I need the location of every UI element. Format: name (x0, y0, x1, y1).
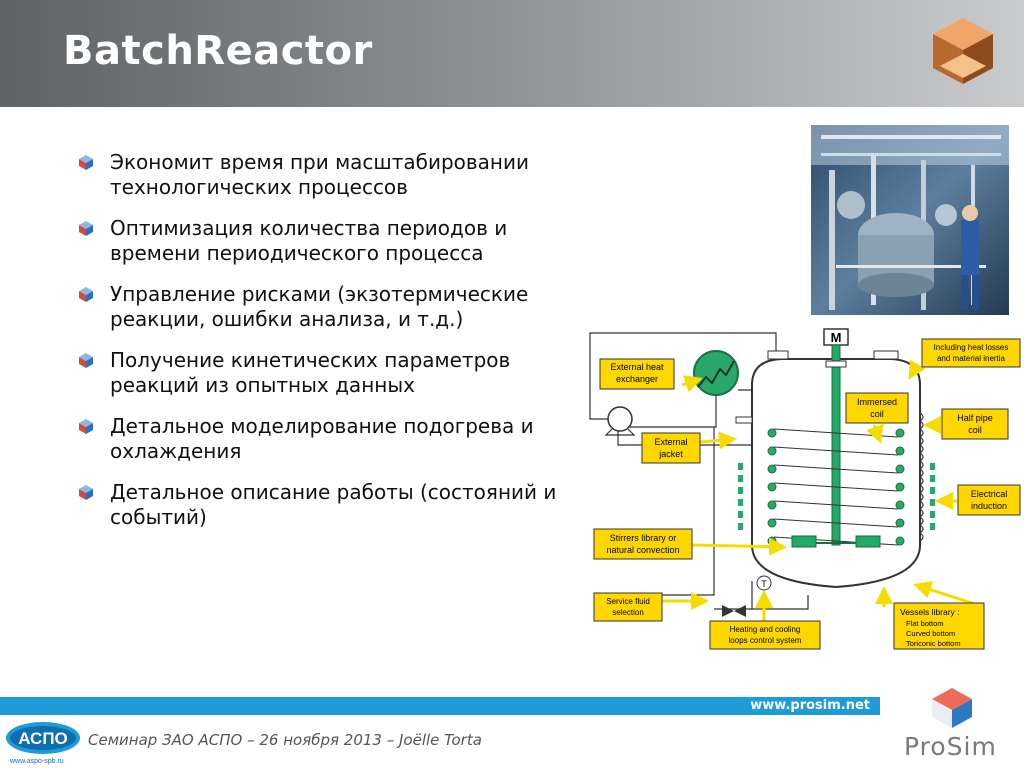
heat-exchanger-symbol (693, 350, 739, 396)
bullet-item: Детальное моделирование подогрева и охла… (78, 414, 583, 464)
bullet-item: Оптимизация количества периодов и времен… (78, 216, 583, 266)
label-heat-losses (921, 338, 1021, 368)
bullet-cube-icon (79, 419, 93, 434)
seminar-caption: Семинар ЗАО АСПО – 26 ноября 2013 – Joël… (88, 731, 482, 749)
coil-lines (773, 428, 899, 546)
label-text: Electrical (971, 489, 1008, 499)
prosim-cube-icon (933, 18, 993, 84)
page-title: BatchReactor (63, 28, 373, 74)
label-heating-cooling (709, 620, 821, 650)
label-text: Vessels library : (900, 607, 960, 617)
valve (722, 605, 746, 617)
label-external-heat-exchanger (599, 358, 675, 390)
electrical-induction (738, 463, 935, 530)
label-text: selection (612, 608, 644, 617)
stirrer-blade-right (855, 535, 881, 548)
label-stirrers (593, 528, 693, 560)
url-bar: www.prosim.net (0, 697, 880, 715)
label-text: jacket (658, 449, 683, 459)
label-text: exchanger (616, 374, 658, 384)
label-text: natural convection (606, 545, 679, 555)
label-text: and material inertia (937, 354, 1006, 363)
label-electrical-induction (957, 484, 1021, 516)
label-text: loops control system (729, 636, 802, 645)
bullet-text: Детальное описание работы (состояний и с… (110, 480, 557, 529)
header-bar (0, 0, 1024, 107)
label-text: Heating and cooling (730, 625, 801, 634)
website-link[interactable]: www.prosim.net (750, 698, 870, 713)
stirrer-blade-left (791, 535, 817, 548)
label-text: Stirrers library or (610, 533, 677, 543)
pump-symbol (604, 406, 636, 436)
temperature-sensor: T (756, 575, 772, 591)
motor-box: M (823, 328, 849, 346)
label-text: Half pipe (957, 413, 993, 423)
callout-arrows (662, 359, 979, 621)
bullet-text: Получение кинетических параметров реакци… (110, 348, 511, 397)
temperature-label: T (761, 579, 767, 589)
prosim-logo-icon (932, 688, 972, 728)
bullet-text: Экономит время при масштабировании техно… (110, 150, 530, 199)
half-pipe-coil (918, 412, 924, 542)
bullet-cube-icon (79, 155, 93, 170)
shaft-seal (825, 360, 847, 368)
label-text: Flat bottom (906, 619, 944, 628)
bullet-cube-icon (79, 353, 93, 368)
jacket-nozzle (735, 416, 753, 424)
bullet-text: Управление рисками (экзотермические реак… (110, 282, 529, 331)
immersed-coil (767, 428, 905, 546)
label-text: induction (971, 501, 1007, 511)
label-text: Toriconic bottom (906, 639, 961, 648)
aspo-logo-text: АСПО (18, 729, 68, 748)
label-text: Service fluid (606, 597, 650, 606)
label-text: Curved bottom (906, 629, 955, 638)
motor-label: M (831, 330, 842, 345)
label-text: coil (968, 425, 982, 435)
label-text: Including heat losses (934, 343, 1009, 352)
bullet-cube-icon (79, 287, 93, 302)
prosim-wordmark: ProSim (904, 732, 997, 761)
aspo-logo: АСПО www.aspo-spb.ru (6, 722, 80, 765)
label-text: External (654, 437, 687, 447)
aspo-url: www.aspo-spb.ru (9, 758, 64, 765)
label-text: Immersed (857, 397, 897, 407)
bullet-item: Управление рисками (экзотермические реак… (78, 282, 583, 332)
label-external-jacket (641, 432, 701, 464)
bullet-text: Детальное моделирование подогрева и охла… (110, 414, 534, 463)
bullet-cube-icon (79, 221, 93, 236)
label-service-fluid (593, 592, 663, 622)
label-text: External heat (610, 362, 664, 372)
stirrer-shaft (831, 344, 841, 546)
label-text: coil (870, 409, 884, 419)
bullet-text: Оптимизация количества периодов и времен… (110, 216, 508, 265)
bullet-list: Экономит время при масштабировании техно… (78, 150, 583, 546)
reactor-diagram: M T (589, 328, 1021, 650)
bullet-item: Экономит время при масштабировании техно… (78, 150, 583, 200)
plant-photo (811, 125, 1009, 315)
bullet-cube-icon (79, 485, 93, 500)
label-immersed-coil (845, 392, 909, 424)
bullet-item: Получение кинетических параметров реакци… (78, 348, 583, 398)
label-vessels-library (893, 602, 985, 650)
label-half-pipe-coil (941, 408, 1009, 440)
bullet-item: Детальное описание работы (состояний и с… (78, 480, 583, 530)
